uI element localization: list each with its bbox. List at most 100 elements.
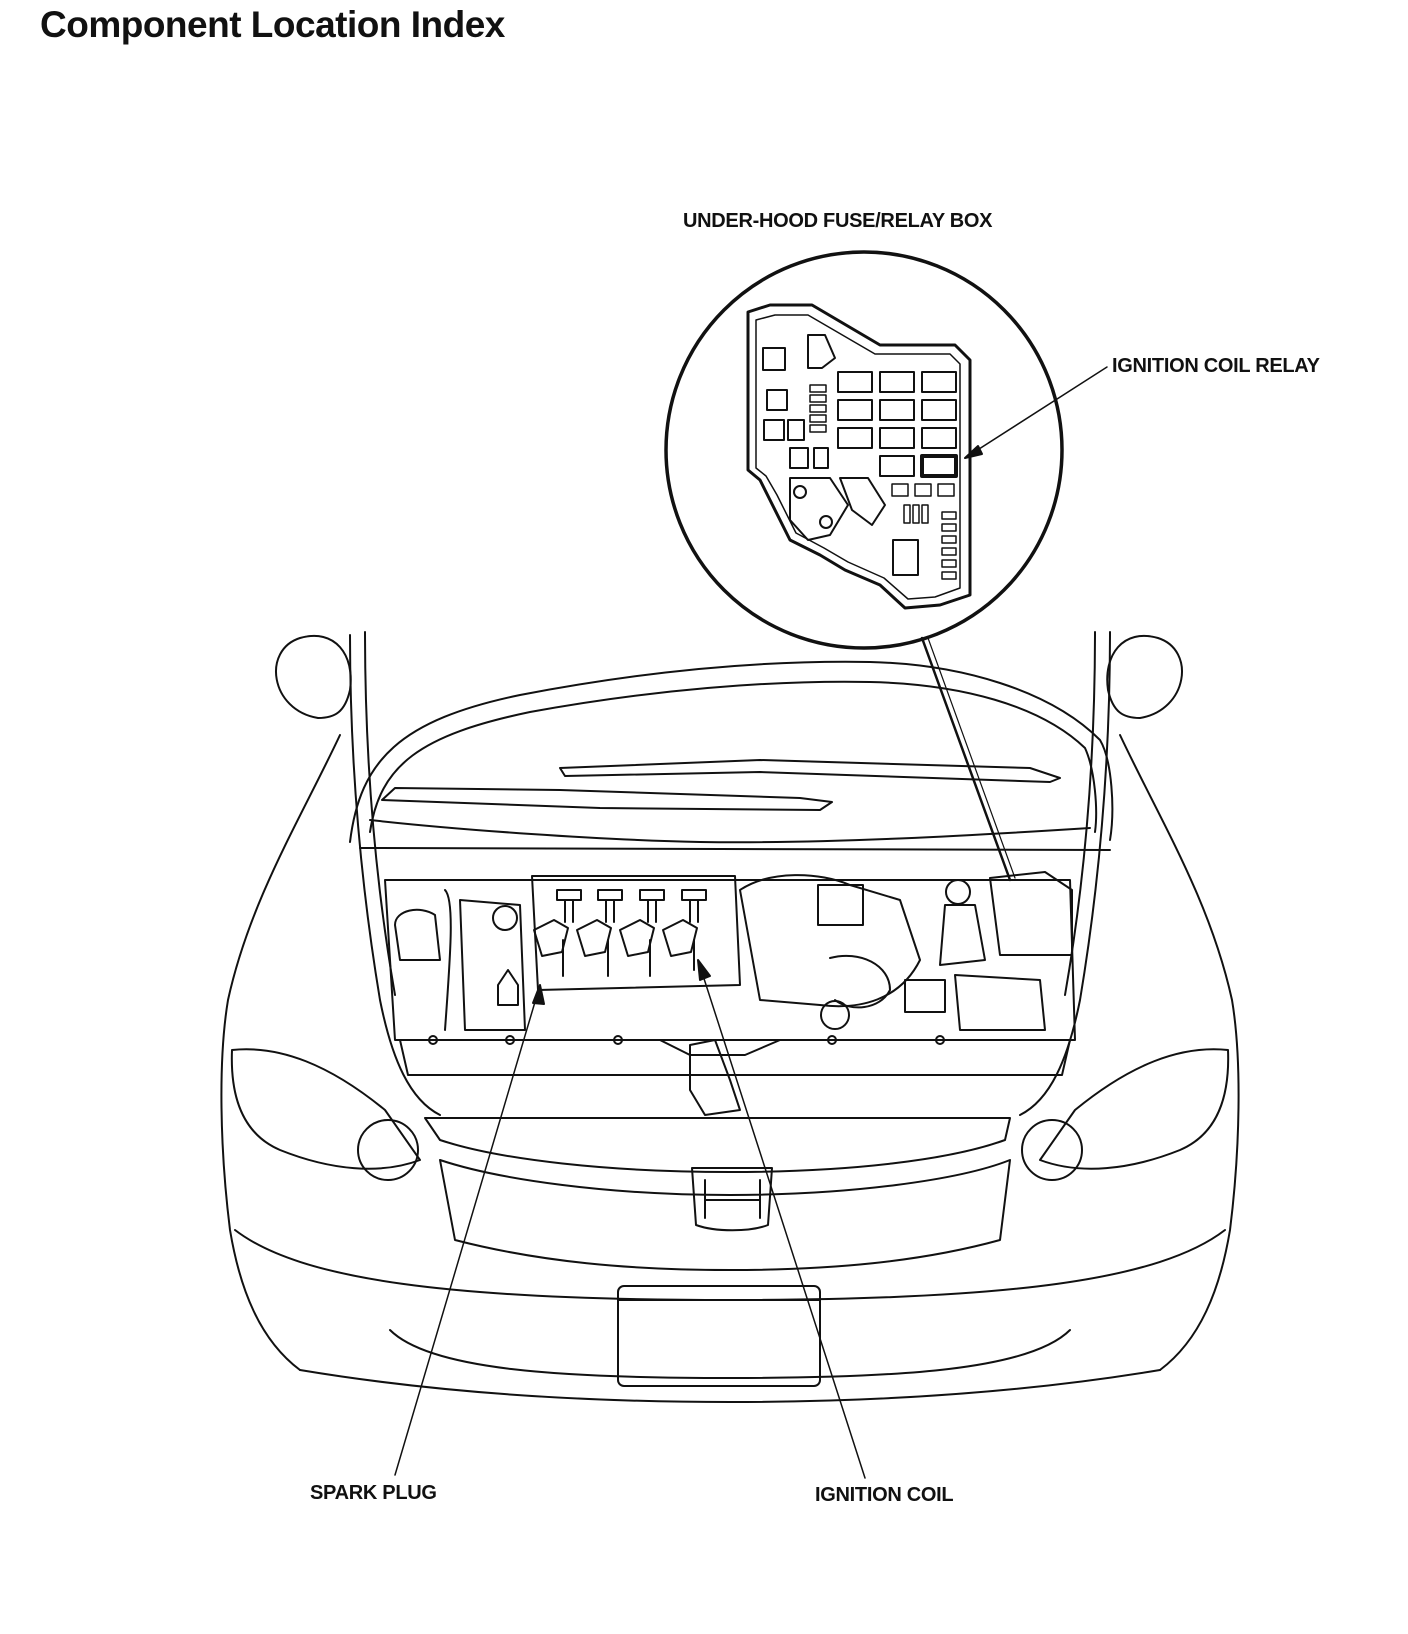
plug-well xyxy=(562,939,695,977)
terminal-cover xyxy=(839,477,886,526)
fuse-block xyxy=(789,447,809,469)
coil xyxy=(556,889,582,923)
left-fender xyxy=(220,734,341,1371)
fuse-box-in-car xyxy=(989,871,1073,956)
bolt xyxy=(827,1035,837,1045)
hose xyxy=(444,889,452,1031)
fuse-box-leader-line xyxy=(927,637,1016,879)
mini-fuse xyxy=(921,504,929,524)
fuse-box-inner-outline xyxy=(755,314,961,600)
hood-outline xyxy=(349,660,1114,843)
ignition-coil-leader-line xyxy=(697,959,866,1479)
coil-boot xyxy=(619,919,655,957)
relay xyxy=(921,427,957,449)
upper-grille xyxy=(424,1117,1011,1173)
ignition-coil-label: IGNITION COIL xyxy=(815,1484,954,1506)
fuse-block xyxy=(763,419,785,441)
detail-circle xyxy=(664,250,1064,650)
bolt xyxy=(428,1035,438,1045)
relay xyxy=(921,399,957,421)
mini-fuse xyxy=(941,559,957,568)
cap xyxy=(820,1000,850,1030)
wiper xyxy=(559,759,1061,783)
engine-cover xyxy=(531,875,741,991)
mini-fuse xyxy=(903,504,911,524)
mini-fuse xyxy=(914,483,932,497)
relay xyxy=(879,399,915,421)
spark-plug-label: SPARK PLUG xyxy=(310,1482,437,1504)
left-headlight-lens xyxy=(357,1119,419,1181)
left-headlight xyxy=(230,1048,421,1170)
mini-fuse xyxy=(809,384,827,393)
mini-fuse xyxy=(809,404,827,413)
spark-plug-leader-arrow xyxy=(532,984,545,1005)
bumper-line xyxy=(234,1229,1226,1301)
relay xyxy=(879,427,915,449)
mini-fuse xyxy=(912,504,920,524)
lower-intake xyxy=(389,1329,1071,1379)
battery xyxy=(954,974,1046,1031)
bolt xyxy=(613,1035,623,1045)
mini-fuse xyxy=(891,483,909,497)
relay xyxy=(837,399,873,421)
air-intake xyxy=(739,874,921,1008)
radiator-support xyxy=(399,1039,1071,1076)
hood-inner xyxy=(369,680,1098,833)
terminal-bolt xyxy=(793,485,807,499)
mini-fuse xyxy=(941,571,957,580)
relay xyxy=(921,371,957,393)
right-headlight-lens xyxy=(1021,1119,1083,1181)
bolt xyxy=(935,1035,945,1045)
right-pillar xyxy=(1019,631,1111,1116)
coil xyxy=(639,889,665,923)
mini-fuse xyxy=(809,414,827,423)
coil-boot xyxy=(533,919,569,957)
ignition-coil-relay-label: IGNITION COIL RELAY xyxy=(1112,355,1320,377)
mini-fuse xyxy=(937,483,955,497)
right-pillar-inner xyxy=(1064,631,1096,996)
right-mirror xyxy=(1106,635,1183,719)
mini-fuse xyxy=(941,535,957,544)
right-fender xyxy=(1119,734,1240,1371)
mini-fuse xyxy=(809,394,827,403)
coil xyxy=(681,889,707,923)
fuse-block xyxy=(892,539,919,576)
relay xyxy=(837,371,873,393)
mini-fuse xyxy=(941,547,957,556)
relay xyxy=(879,455,915,477)
honda-emblem-h xyxy=(704,1179,761,1219)
ignition-coil-relay xyxy=(920,454,958,478)
left-pillar xyxy=(349,634,441,1116)
reservoir xyxy=(394,908,441,961)
terminal-bolt xyxy=(819,515,833,529)
spark-plug-leader-line xyxy=(394,984,541,1476)
bumper-bottom xyxy=(299,1369,1161,1403)
car-front xyxy=(220,631,1240,1403)
fuse-box-leader-line xyxy=(920,636,1012,882)
left-mirror xyxy=(275,635,352,719)
fuse-relay-box-label: UNDER-HOOD FUSE/RELAY BOX xyxy=(683,210,993,232)
battery-part xyxy=(904,979,946,1013)
wiper xyxy=(381,787,833,811)
mini-fuse xyxy=(941,511,957,520)
relay xyxy=(879,371,915,393)
hood-crease xyxy=(369,819,1091,844)
ignition-coil-leader-arrow xyxy=(697,959,711,981)
coil-boot xyxy=(662,919,698,957)
hood-latch xyxy=(689,1039,741,1116)
reservoir xyxy=(939,904,986,966)
bracket xyxy=(807,334,836,369)
fuse-box-detail-inset xyxy=(664,250,1108,650)
fuse-block xyxy=(762,347,786,371)
fuse-box-pointer xyxy=(920,636,1016,882)
terminal-cover xyxy=(789,477,849,541)
ignition-coils xyxy=(533,889,707,977)
fuse-block xyxy=(813,447,829,469)
fuse-block xyxy=(766,389,788,411)
relay-leader-arrow xyxy=(964,445,983,459)
intake-duct xyxy=(829,954,891,1009)
coil-boot xyxy=(576,919,612,957)
hood-latch-plate xyxy=(659,1039,781,1056)
mini-fuse xyxy=(941,523,957,532)
